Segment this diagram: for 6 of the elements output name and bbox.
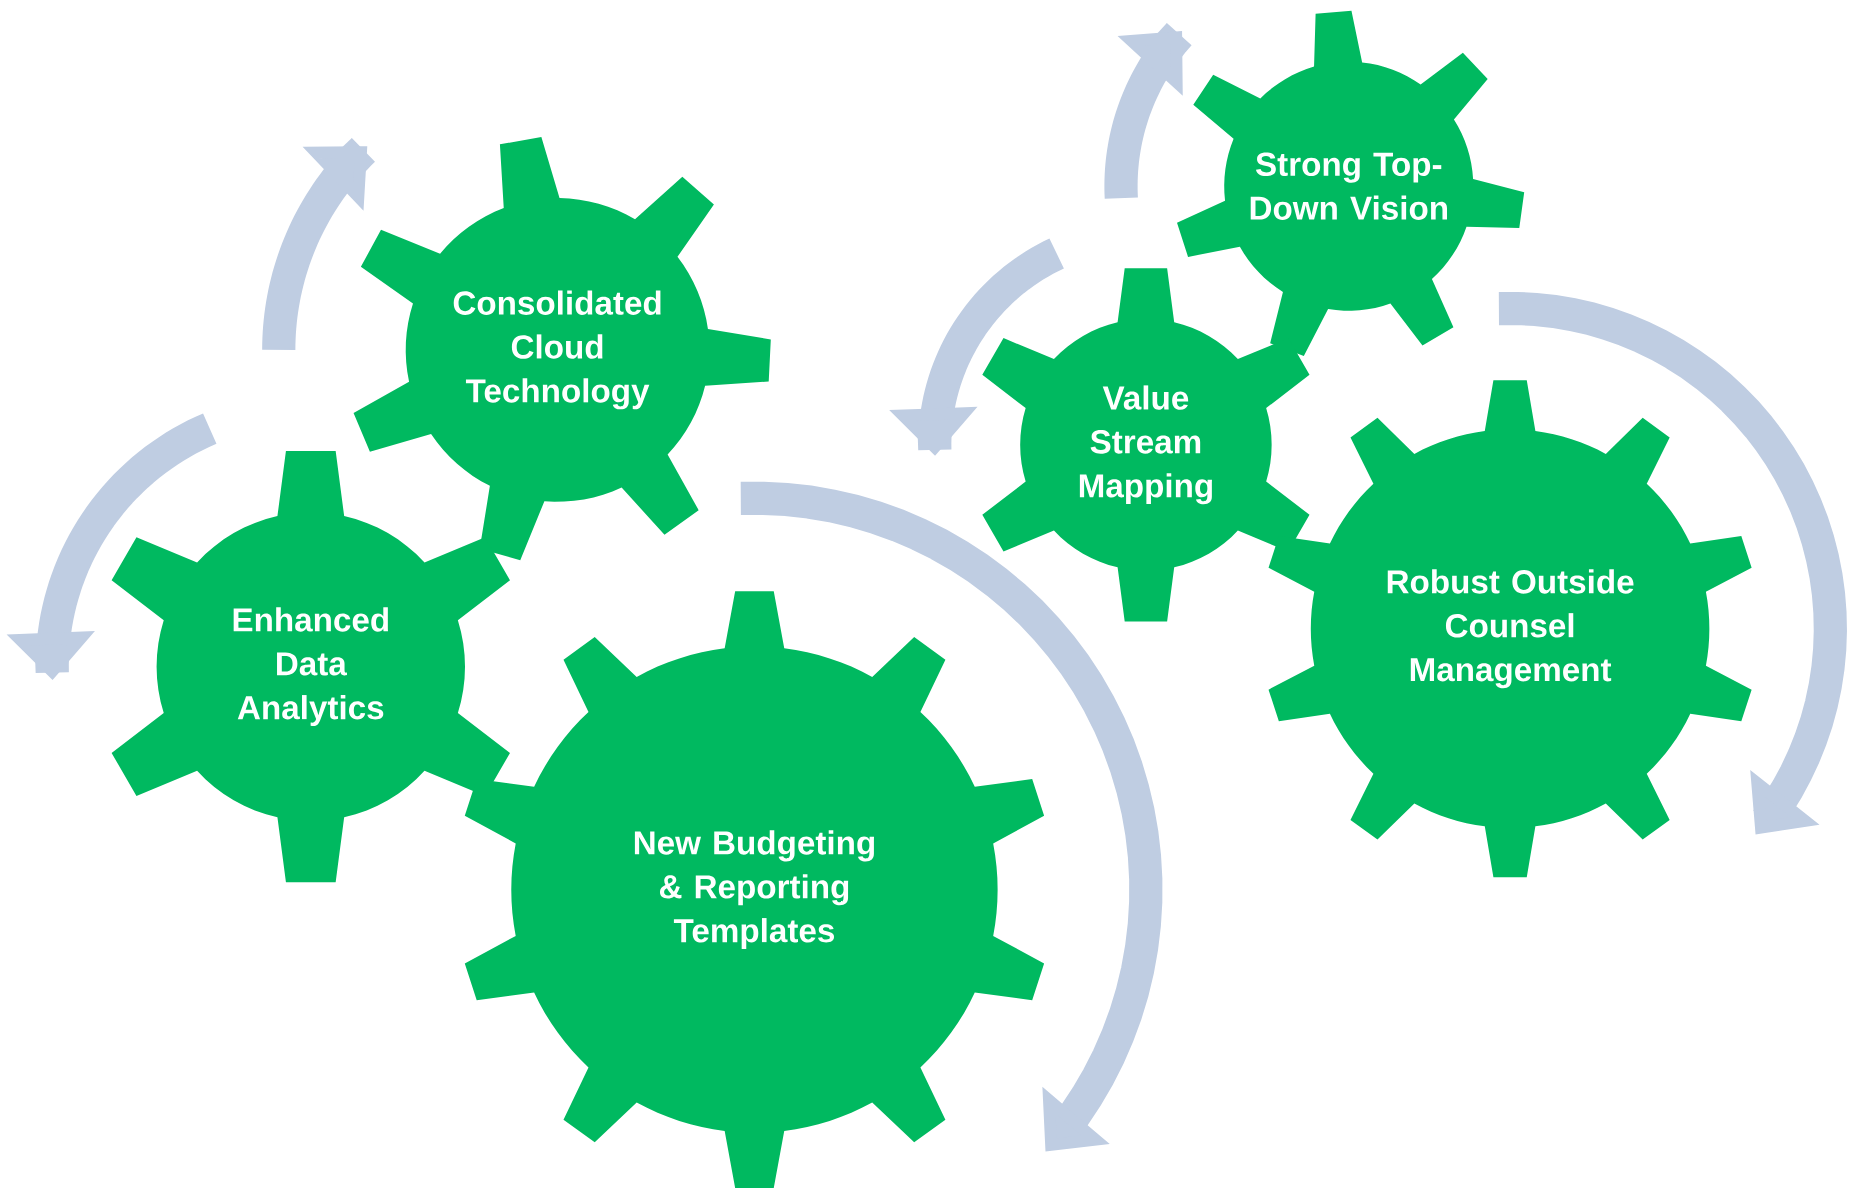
gear: Value Stream Mapping bbox=[982, 268, 1310, 622]
gear: Consolidated Cloud Technology bbox=[353, 137, 771, 561]
gear: Strong Top-Down Vision bbox=[1177, 10, 1525, 356]
gear: Robust Outside Counsel Management bbox=[1268, 380, 1752, 878]
gear: Enhanced Data Analytics bbox=[111, 451, 510, 883]
gear: New Budgeting & Reporting Templates bbox=[464, 591, 1045, 1188]
